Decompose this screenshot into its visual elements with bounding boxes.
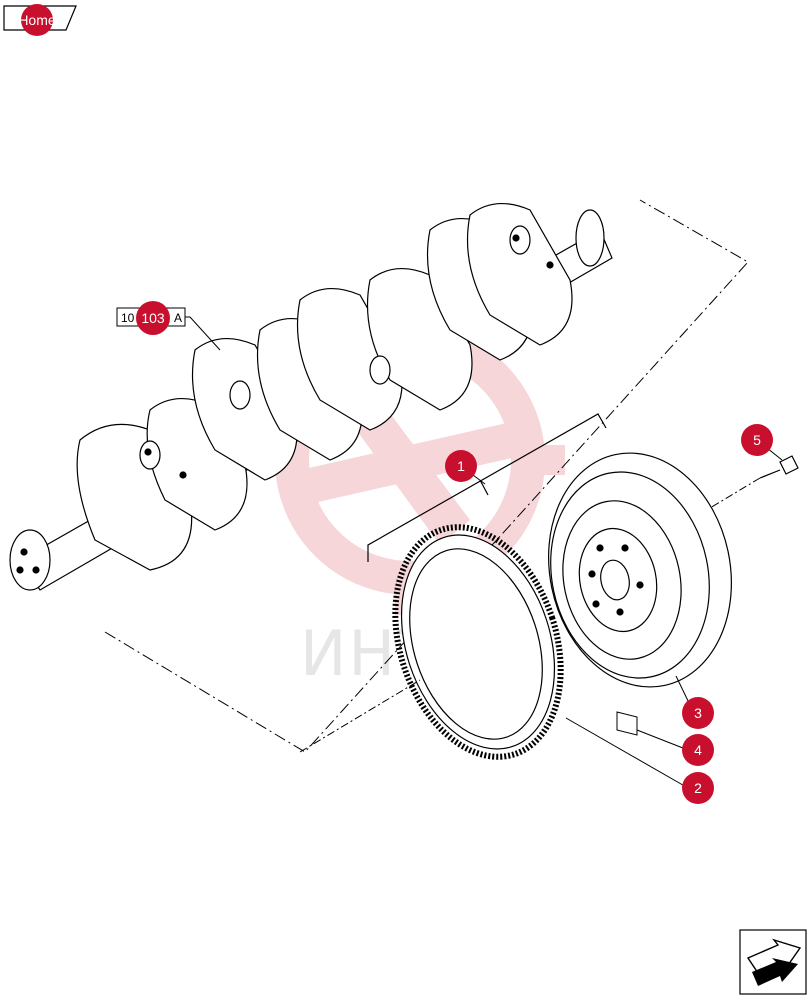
reference-suffix: A (174, 311, 182, 325)
reference-callout-label: 103 (141, 310, 165, 326)
crankshaft (9, 202, 613, 591)
next-page-button[interactable] (739, 929, 807, 995)
home-button[interactable]: Home (3, 4, 77, 36)
callout-3[interactable]: 3 (682, 697, 714, 729)
callout-4-label: 4 (694, 742, 702, 758)
reference-prefix: 10 (121, 311, 135, 325)
assembly-bracket (367, 413, 607, 562)
flywheel-axis (299, 679, 421, 753)
reference-box[interactable]: 10 A 103 (116, 301, 221, 351)
callout-1[interactable]: 1 (445, 450, 477, 482)
callout-5[interactable]: 5 (741, 424, 773, 456)
callout-2-label: 2 (694, 780, 702, 796)
callout-2[interactable]: 2 (682, 772, 714, 804)
bolt (759, 455, 799, 479)
bolt-axis (709, 477, 761, 509)
label-decal (616, 711, 638, 736)
callout-3-label: 3 (694, 705, 702, 721)
callout-5-label: 5 (753, 432, 761, 448)
ring-gear (392, 524, 564, 760)
crankshaft-envelope (104, 199, 749, 753)
next-page-arrow-icon (746, 938, 802, 986)
crankshaft-nose (9, 529, 51, 591)
home-label: Home (18, 12, 56, 28)
crankshaft-rear-flange (575, 209, 605, 267)
flywheel (548, 452, 732, 688)
reference-callout-dot (136, 301, 170, 335)
callout-4[interactable]: 4 (682, 734, 714, 766)
callout-1-label: 1 (457, 458, 465, 474)
home-callout-dot (21, 4, 53, 36)
